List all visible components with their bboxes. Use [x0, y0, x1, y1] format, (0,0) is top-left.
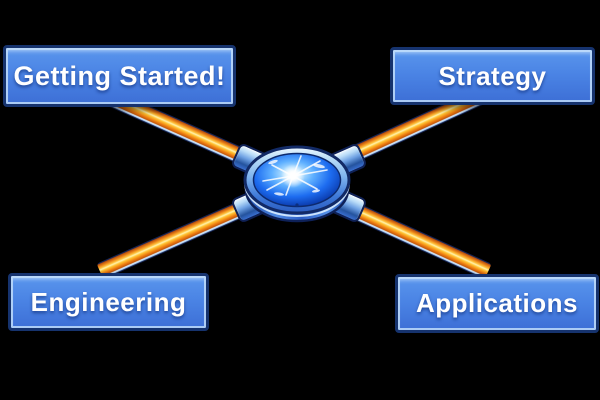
- node-getting-started[interactable]: Getting Started!: [3, 45, 236, 107]
- node-applications[interactable]: Applications: [395, 274, 599, 333]
- node-getting-started-label: Getting Started!: [13, 60, 226, 91]
- node-strategy-label: Strategy: [438, 60, 547, 91]
- node-engineering-label: Engineering: [30, 286, 187, 317]
- node-engineering[interactable]: Engineering: [8, 273, 209, 331]
- node-applications-label: Applications: [415, 288, 578, 318]
- starburst-hub-icon: [243, 145, 351, 223]
- node-strategy[interactable]: Strategy: [390, 47, 595, 105]
